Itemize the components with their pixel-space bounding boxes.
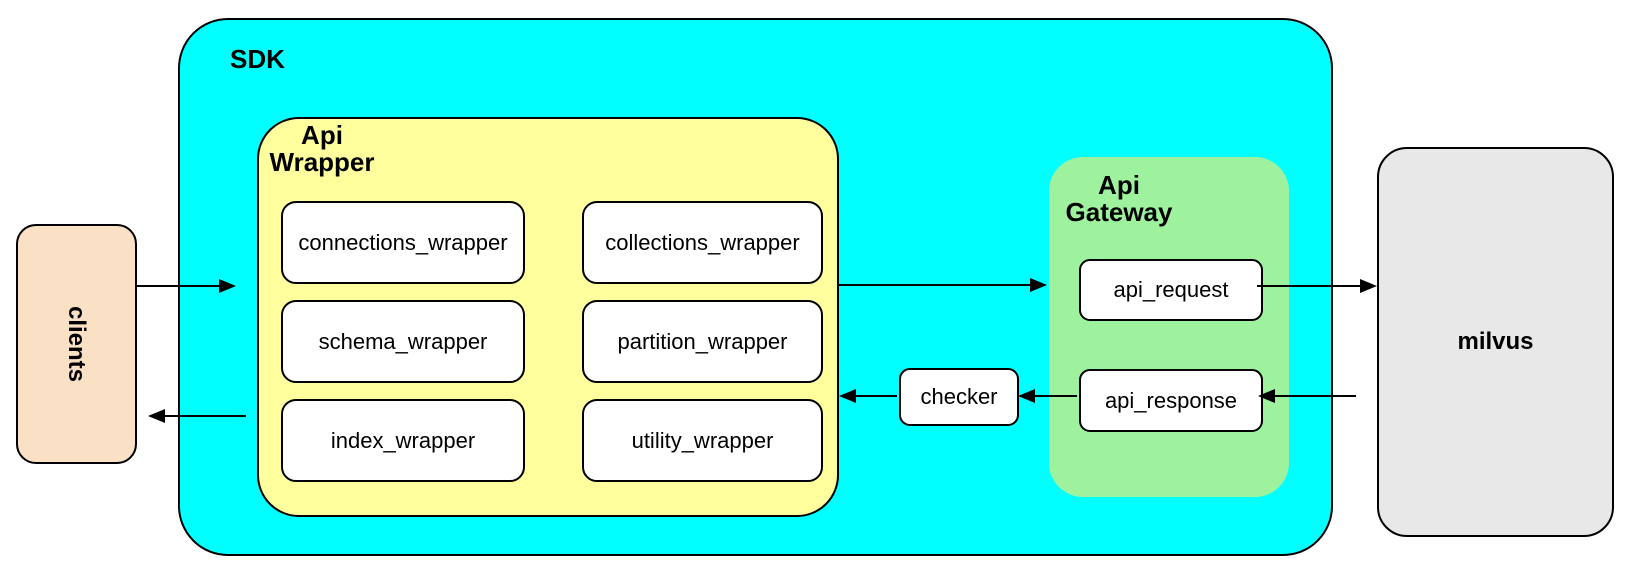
sdk-label: SDK — [230, 44, 285, 74]
api-response-box: api_response — [1079, 369, 1263, 432]
clients-label: clients — [63, 305, 91, 383]
clients-box: clients — [16, 224, 137, 464]
milvus-box: milvus — [1377, 147, 1614, 537]
api-gateway-label: Api Gateway — [1065, 170, 1173, 227]
api-wrapper-label: Api Wrapper — [269, 120, 375, 177]
checker-box: checker — [899, 368, 1019, 426]
sdk-container: SDK Api Wrapper connections_wrapper coll… — [178, 18, 1333, 556]
api-gateway-container: Api Gateway api_request api_response — [1049, 157, 1289, 497]
connections-wrapper-box: connections_wrapper — [281, 201, 525, 284]
milvus-label: milvus — [1457, 328, 1534, 355]
api-wrapper-container: Api Wrapper connections_wrapper collecti… — [257, 117, 839, 517]
collections-wrapper-box: collections_wrapper — [582, 201, 823, 284]
schema-wrapper-box: schema_wrapper — [281, 300, 525, 383]
partition-wrapper-box: partition_wrapper — [582, 300, 823, 383]
utility-wrapper-box: utility_wrapper — [582, 399, 823, 482]
index-wrapper-box: index_wrapper — [281, 399, 525, 482]
api-request-box: api_request — [1079, 259, 1263, 321]
